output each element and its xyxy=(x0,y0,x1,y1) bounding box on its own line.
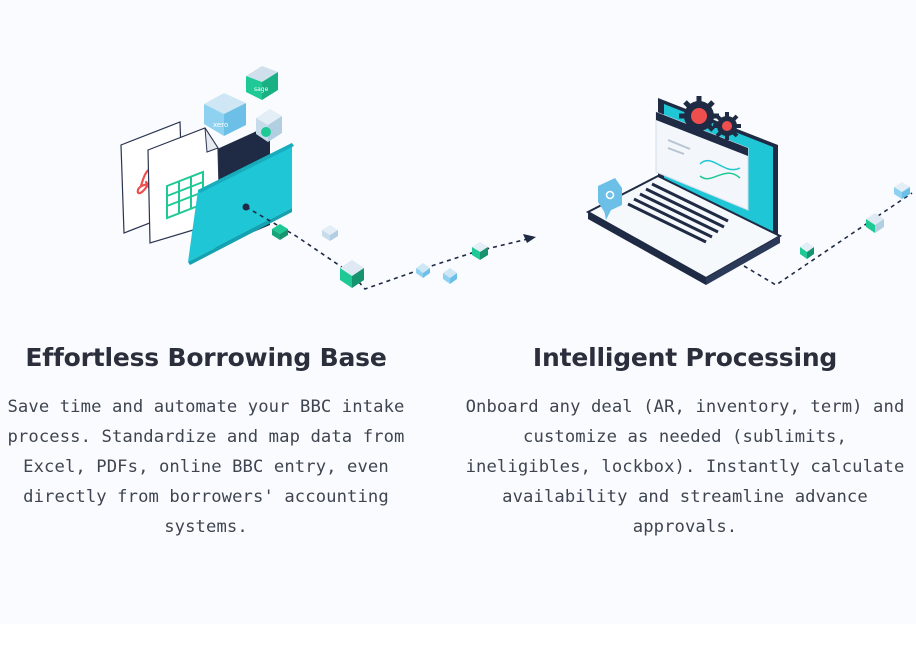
xero-label: xero xyxy=(213,121,228,129)
path-cube-icon xyxy=(272,224,288,240)
xero-cube-icon: xero xyxy=(204,93,246,136)
laptop-illustration xyxy=(585,96,913,286)
settings-bubble-icon xyxy=(598,178,622,220)
path-cube-icon xyxy=(472,242,488,260)
path-cube-icon xyxy=(894,182,910,199)
feature-title: Intelligent Processing xyxy=(532,343,838,372)
path-cube-icon xyxy=(340,260,364,288)
keyboard-icon xyxy=(627,182,729,244)
path-cube-icon xyxy=(443,268,457,284)
feature-intelligent-processing: Intelligent Processing Onboard any deal … xyxy=(464,336,906,542)
quickbooks-cube-icon xyxy=(256,109,282,142)
feature-description: Onboard any deal (AR, inventory, term) a… xyxy=(465,397,905,537)
path-cube-icon xyxy=(322,225,338,241)
gear-icon xyxy=(679,96,719,136)
features-section: sage xero xyxy=(0,66,913,542)
path-cube-icon xyxy=(866,213,884,233)
gear-icon xyxy=(713,112,741,140)
path-arrow-icon xyxy=(523,234,536,243)
path-cube-icon xyxy=(800,242,814,259)
feature-description: Save time and automate your BBC intake p… xyxy=(7,397,405,537)
feature-title: Effortless Borrowing Base xyxy=(25,343,387,372)
folder-icon xyxy=(188,143,294,265)
sage-cube-icon: sage xyxy=(246,66,278,100)
illustration: sage xero xyxy=(120,66,913,290)
path-cube-icon xyxy=(416,263,430,278)
sage-label: sage xyxy=(254,86,269,93)
feature-borrowing-base: Effortless Borrowing Base Save time and … xyxy=(0,336,426,542)
folder-illustration: sage xero xyxy=(120,66,536,290)
